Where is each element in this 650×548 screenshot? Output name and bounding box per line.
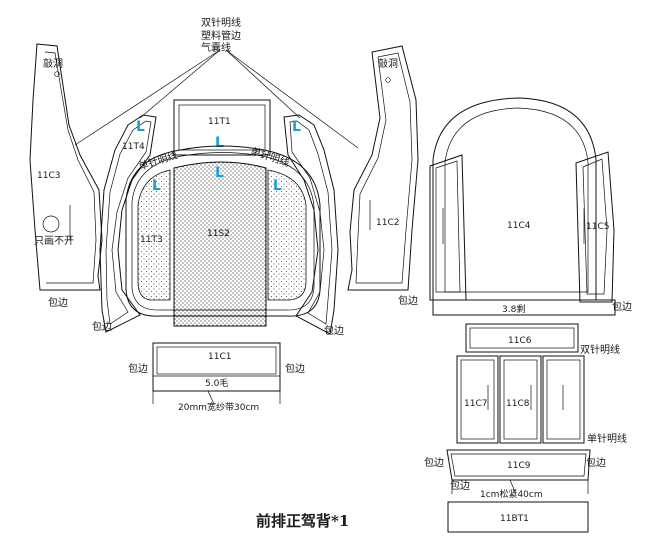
label-double-stitch-c6: 双针明线	[580, 343, 620, 356]
piece-11c8-right	[542, 355, 585, 444]
marker-l-t4: L	[136, 119, 145, 135]
label-wrap-c9-left: 包边	[424, 456, 444, 469]
piece-11c2: 敲洞 11C2 包边	[347, 45, 419, 307]
piece-11bt1: 11BT1	[447, 501, 589, 533]
label-wrap-c9-right: 包边	[586, 456, 606, 469]
label-11bt1: 11BT1	[500, 514, 529, 524]
label-11t4: 11T4	[122, 142, 145, 152]
label-11s2: 11S2	[207, 229, 230, 239]
piece-11t3: 11T3 L L 单针明线 单针明线	[125, 144, 321, 317]
label-one-side: 只画不开	[34, 236, 74, 247]
top-note-line-3: 气囊线	[201, 41, 231, 54]
piece-11c4: 11C4 3.8剩 包边	[432, 97, 632, 316]
label-11c5: 11C5	[586, 222, 609, 232]
piece-11c8: 11C8	[499, 355, 542, 444]
marker-l-s2: L	[215, 165, 224, 181]
label-11t1: 11T1	[208, 117, 231, 127]
label-11c1: 11C1	[208, 352, 231, 362]
label-wrap-c2: 包边	[398, 294, 418, 307]
piece-11c4-left-insert	[429, 154, 467, 301]
label-11c7: 11C7	[464, 399, 487, 409]
label-11c6: 11C6	[508, 336, 532, 346]
label-measure-c1: 5.0毛	[205, 377, 228, 389]
label-measure-c9: 1cm松紧40cm	[480, 488, 543, 500]
piece-11c3: 敲洞 11C3 只画不开 包边	[29, 43, 103, 309]
label-wrap-c4-right: 包边	[612, 300, 632, 313]
piece-11t4: 11T4 L 包边	[92, 114, 157, 333]
label-11c9: 11C9	[507, 461, 531, 471]
marker-l-t3-right: L	[273, 178, 282, 194]
diagram-title: 前排正驾背*1	[256, 512, 349, 530]
top-note-line-1: 双针明线	[201, 16, 241, 29]
label-wrap-c3: 包边	[48, 296, 68, 309]
top-note-line-2: 塑料管边	[201, 29, 241, 42]
piece-11t1: 11T1 L	[173, 99, 271, 156]
label-11c2: 11C2	[376, 218, 399, 228]
label-single-stitch-c9: 单针明线	[587, 432, 627, 445]
piece-11c5: 11C5	[575, 151, 615, 303]
label-11c3: 11C3	[37, 171, 60, 181]
label-11t3: 11T3	[140, 235, 163, 245]
top-note: 双针明线 塑料管边 气囊线	[74, 16, 359, 149]
label-measure-c1-band: 20mm宽纱带30cm	[178, 401, 259, 413]
piece-11c9: 11C9 单针明线 包边 包边 包边 1cm松紧40cm	[424, 432, 627, 500]
label-wrap-c1-right: 包边	[285, 362, 305, 375]
marker-l-t3-left: L	[152, 178, 161, 194]
label-11c4: 11C4	[507, 221, 531, 231]
label-wrap-t3-left: 包边	[92, 320, 112, 333]
label-measure-c4: 3.8剩	[502, 303, 525, 315]
label-hole-right: 敲洞	[378, 57, 398, 70]
marker-l-t1: L	[215, 135, 224, 151]
piece-11s2: 11S2 L	[173, 161, 267, 327]
piece-11c6: 11C6 双针明线	[465, 323, 620, 356]
label-11c8: 11C8	[506, 399, 530, 409]
label-wrap-c1-left: 包边	[128, 362, 148, 375]
piece-11t4-right: L 包边	[283, 114, 344, 337]
piece-11c7: 11C7	[456, 355, 499, 444]
piece-11c1: 11C1 5.0毛 包边 包边 20mm宽纱带30cm	[128, 342, 305, 413]
label-wrap-bottom: 包边	[450, 479, 470, 492]
label-wrap-t3-right: 包边	[324, 324, 344, 337]
label-hole-left: 敲洞	[43, 57, 63, 70]
marker-l-t4-right: L	[292, 119, 301, 135]
